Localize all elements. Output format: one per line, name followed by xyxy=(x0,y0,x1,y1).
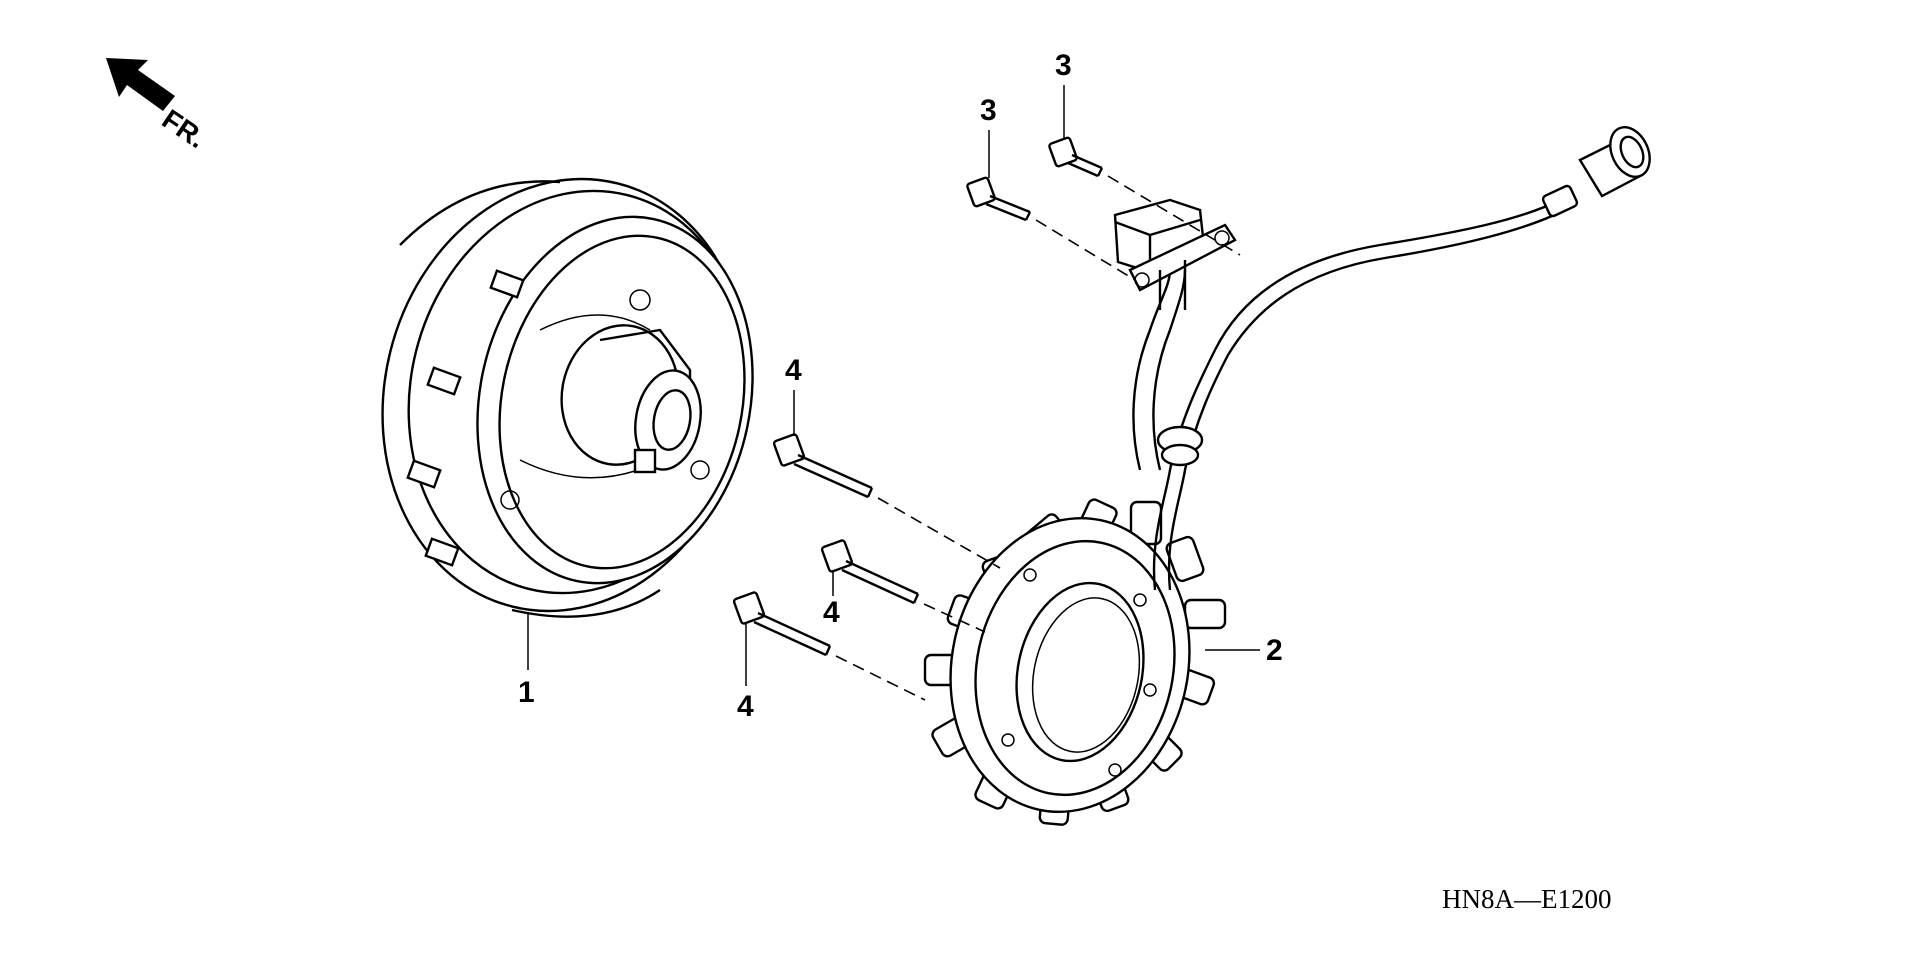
callout-stator: 2 xyxy=(1266,634,1283,667)
callout-stator-bolt-middle: 4 xyxy=(823,596,840,629)
callout-stator-bolt-bottom: 4 xyxy=(737,690,754,723)
pulse-generator-bolt-lower xyxy=(966,176,1136,281)
callout-flywheel: 1 xyxy=(518,676,535,709)
stator-bolt-middle xyxy=(820,539,986,633)
pulse-generator-bolt-upper xyxy=(1048,136,1241,256)
stator-part xyxy=(923,498,1227,826)
wire-harness xyxy=(1113,126,1651,591)
flywheel-part xyxy=(381,177,754,618)
front-direction-label: FR. xyxy=(157,103,212,154)
front-direction-arrow-icon xyxy=(106,58,175,111)
callout-stator-bolt-top: 4 xyxy=(785,354,802,387)
stator-bolt-top xyxy=(772,433,1001,569)
stator-bolt-bottom xyxy=(732,591,926,701)
callout-pulse-bolt-upper: 3 xyxy=(1055,49,1072,82)
diagram-code: HN8A—E1200 xyxy=(1442,884,1612,914)
callout-pulse-bolt-lower: 3 xyxy=(980,94,997,127)
